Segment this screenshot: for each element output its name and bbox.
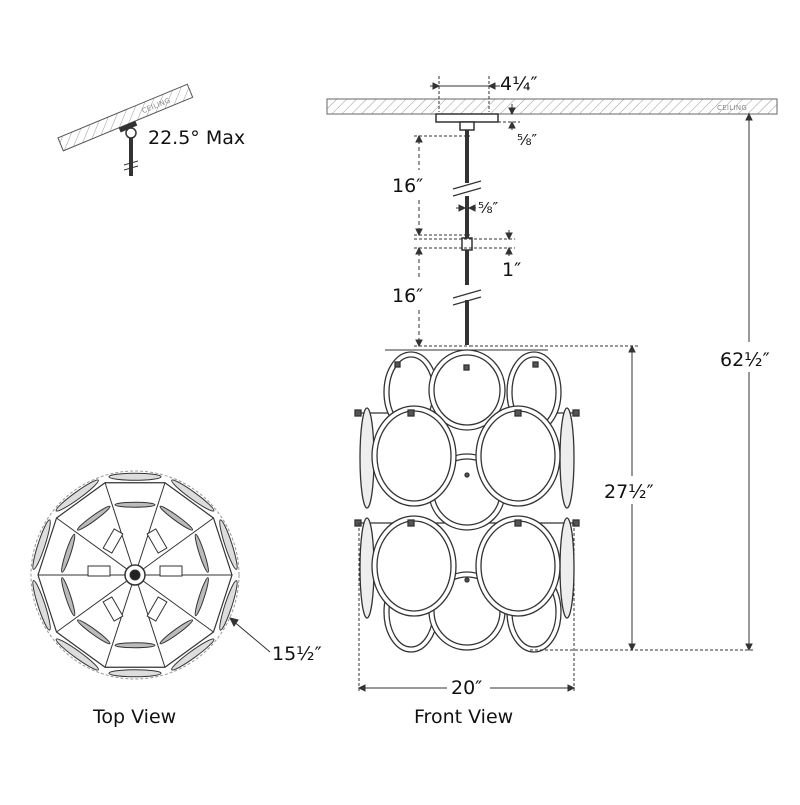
stem-break-marks	[452, 180, 482, 306]
ceiling-label: CEILING	[717, 104, 747, 112]
top-view-blade	[219, 580, 238, 631]
canopy-depth-value: ⅝″	[517, 131, 538, 149]
top-view-blade	[219, 519, 238, 570]
fixture-width-value: 20″	[451, 677, 482, 699]
top-view-spoke	[134, 574, 214, 633]
top-view-label: Top View	[92, 706, 176, 728]
top-view-spoke	[134, 517, 214, 576]
coupler-value: 1″	[502, 259, 521, 281]
top-view-blade	[171, 479, 215, 512]
front-view-label: Front View	[414, 706, 513, 728]
fixture-front	[354, 349, 580, 653]
canopy-collar	[459, 121, 475, 131]
top-view-disc-edge	[61, 533, 76, 573]
top-view-disc-edge	[76, 619, 111, 645]
fixture-top-view	[30, 470, 240, 680]
overall-height-value: 62½″	[720, 349, 770, 371]
top-view-blade	[55, 479, 99, 512]
top-view-blade	[108, 472, 162, 481]
stem-lower-value: 16″	[392, 285, 423, 307]
overall-height-dimension	[745, 112, 753, 652]
stem-diameter-dimension	[456, 204, 476, 212]
top-view-spoke	[134, 482, 166, 576]
top-view-spoke	[56, 574, 136, 633]
stem-upper-value: 16″	[392, 175, 423, 197]
fixture-width-dimension	[357, 523, 576, 692]
top-view-blade	[171, 638, 215, 671]
stem-lower-dimension	[414, 246, 470, 348]
top-view-disc-edge	[61, 577, 76, 617]
canopy-width-value: 4¼″	[500, 73, 538, 95]
top-view-spoke	[104, 482, 136, 576]
top-view-spoke	[56, 517, 136, 576]
top-view-disc-edge	[194, 533, 209, 573]
top-view-disc-edge	[76, 505, 111, 531]
top-view-spoke	[134, 574, 166, 668]
top-view-disc-edge	[114, 501, 156, 508]
top-view-disc-edge	[159, 505, 194, 531]
fixture-height-dimension	[470, 344, 755, 652]
ceiling: CEILING	[326, 98, 778, 115]
top-view-blade	[55, 638, 99, 671]
canopy-width-dimension	[430, 76, 500, 112]
top-view-disc-edge	[114, 642, 156, 649]
canopy	[435, 113, 499, 123]
max-angle-label: 22.5° Max	[148, 127, 245, 149]
top-view-spoke	[104, 574, 136, 668]
top-view-blade	[108, 669, 162, 678]
top-view-disc-edge	[159, 619, 194, 645]
coupler-dimension	[414, 230, 515, 256]
fixture-height-value: 27½″	[604, 481, 654, 503]
sloped-canopy	[118, 120, 138, 133]
stem-upper-dimension	[414, 134, 470, 237]
stem-diameter-value: ⅝″	[478, 199, 499, 217]
top-view-blade	[32, 519, 51, 570]
sloped-stem	[123, 127, 139, 176]
top-view-disc-edge	[194, 577, 209, 617]
top-diameter-leader	[229, 617, 271, 653]
top-diameter-value: 15½″	[272, 643, 322, 665]
stem	[461, 130, 473, 345]
top-view-blade	[32, 580, 51, 631]
canopy-depth-dimension	[498, 104, 520, 130]
